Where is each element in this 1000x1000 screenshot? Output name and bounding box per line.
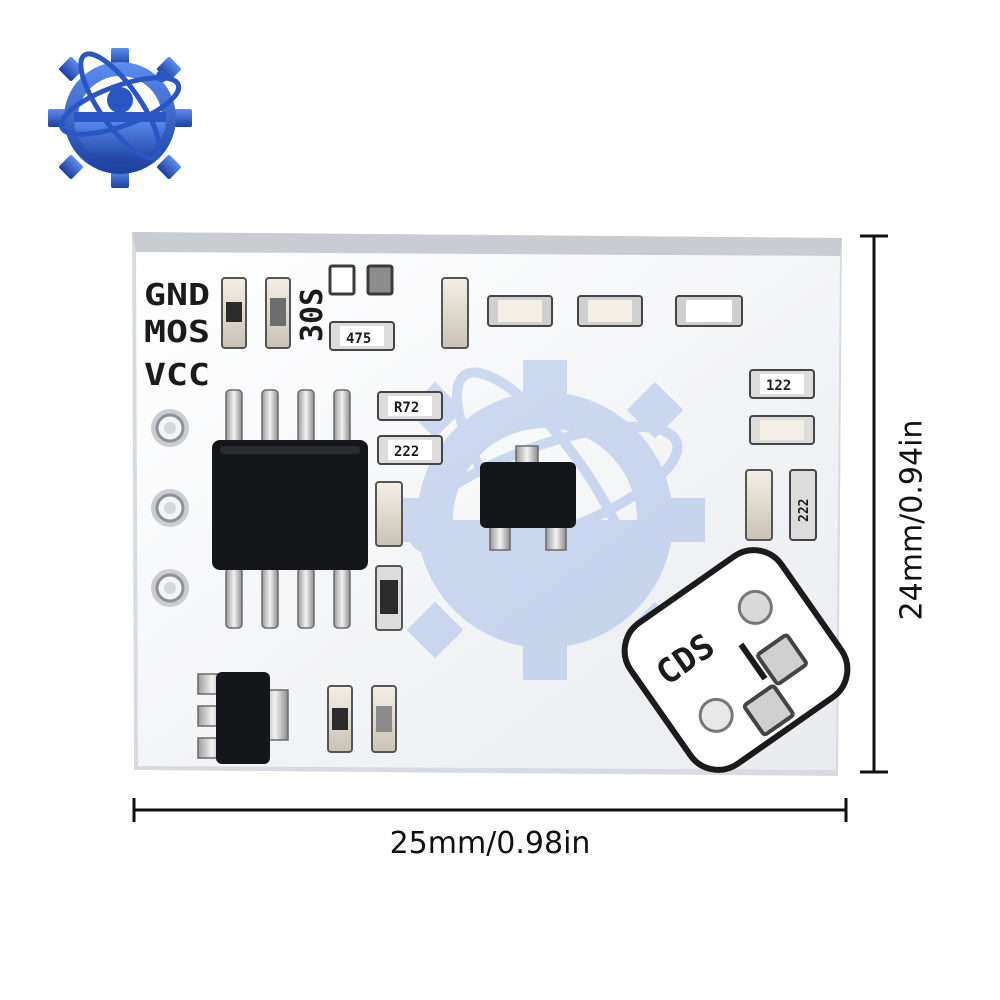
smd-components-right: 122 222 — [745, 369, 817, 541]
soic8-ic-chip — [212, 389, 368, 629]
height-dimension-line — [860, 234, 888, 774]
smd-chip-222: 222 — [377, 435, 443, 465]
smd-components-middle: R72 222 — [375, 391, 443, 631]
sot23-regulator — [197, 672, 289, 764]
pin-label-vcc: VCC — [144, 358, 210, 393]
chip-code-222-right: 222 — [797, 499, 812, 522]
pin-holes — [151, 409, 189, 607]
chip-code-r72: R72 — [394, 400, 419, 416]
pin-labels: GND MOS VCC — [144, 278, 210, 393]
smd-led-1 — [328, 264, 356, 296]
smd-chip-r72: R72 — [377, 391, 443, 421]
pin-label-mos: MOS — [144, 315, 210, 350]
smd-led-2 — [366, 264, 394, 296]
smd-chip-475: 475 — [329, 321, 395, 351]
smd-components-bottom — [327, 685, 397, 753]
pin-hole-2 — [151, 489, 189, 527]
chip-code-222: 222 — [394, 444, 419, 460]
atom-gear-logo-icon — [48, 48, 192, 188]
pin-hole-3 — [151, 569, 189, 607]
smd-capacitor-tall — [441, 277, 469, 349]
chip-code-475: 475 — [346, 331, 371, 347]
cds-sensor-footprint: CDS — [621, 547, 851, 773]
sot23-transistor — [480, 445, 576, 551]
chip-code-122: 122 — [766, 378, 791, 394]
pin-hole-1 — [151, 409, 189, 447]
smd-components-top-left: 30S 475 — [221, 264, 469, 351]
resistor-marking: 30S — [295, 288, 330, 342]
smd-chip-122: 122 — [749, 369, 815, 399]
width-dimension-line — [132, 798, 848, 822]
width-dimension-label: 25mm/0.98in — [389, 826, 591, 861]
pin-label-gnd: GND — [144, 278, 210, 313]
height-dimension-label: 24mm/0.94in — [894, 419, 930, 621]
smd-chip-222-right: 222 — [789, 469, 817, 541]
smd-components-top-row — [487, 295, 743, 327]
